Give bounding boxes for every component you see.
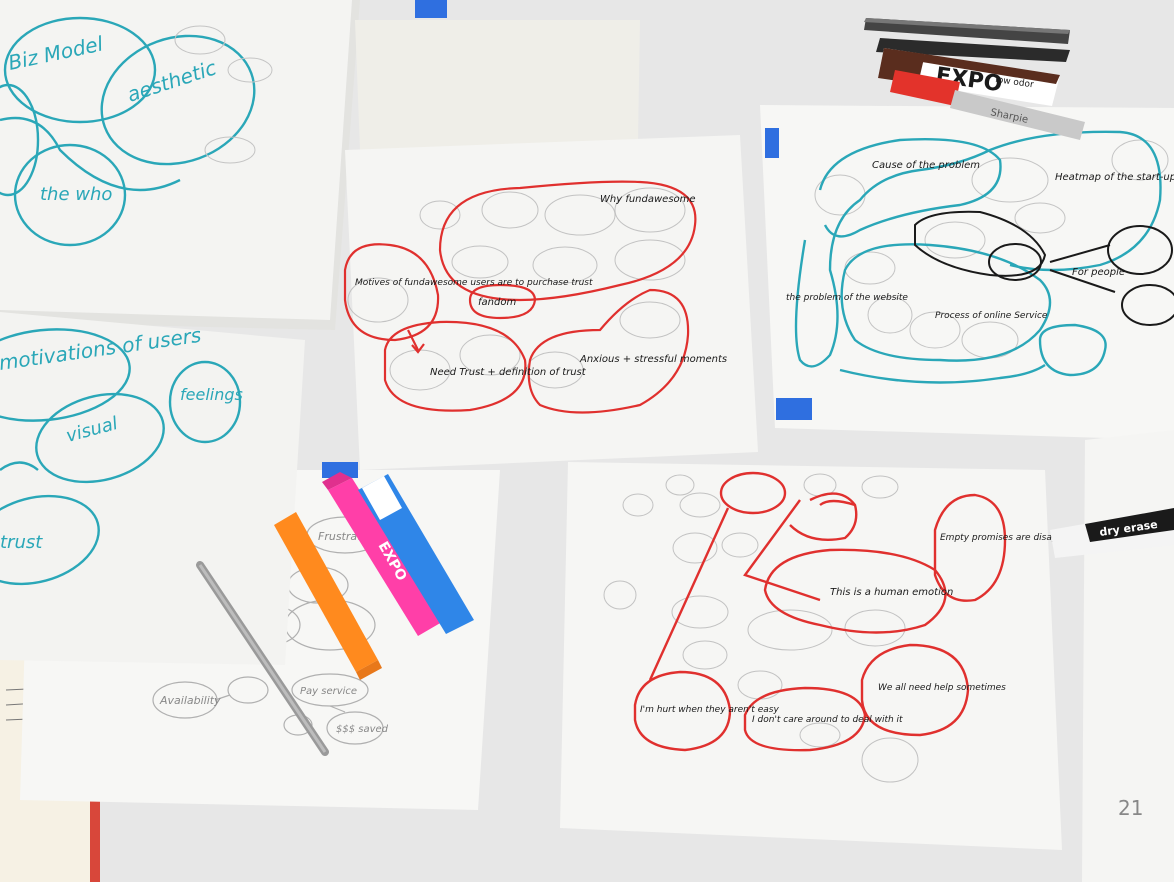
right-label-people: For people <box>1072 267 1125 278</box>
right-label-cause: Cause of the problem <box>872 160 980 171</box>
sheet-top-left: Biz Model aesthetic the who <box>0 0 360 330</box>
pens-group <box>864 18 1070 62</box>
corner-mark: 21 <box>1118 796 1143 820</box>
right-label-process: Process of online Service <box>935 311 1048 321</box>
right-label-problem: the problem of the website <box>786 293 908 303</box>
sheet-bottom-left-label-3: Pay service <box>300 686 357 697</box>
painter-tape <box>415 0 447 18</box>
sheet-far-right: 21 <box>1082 430 1174 882</box>
center-label-anxious: Anxious + stressful moments <box>579 354 727 365</box>
sheet-bottom-left-label-2: Availability <box>159 694 221 707</box>
center-label-trust: Need Trust + definition of trust <box>430 367 587 378</box>
blue-expo-marker: EXPO <box>358 474 474 634</box>
sheet-bottom-left-label-4: $$$ saved <box>336 724 389 735</box>
red-sharpie: Sharpie <box>890 70 1085 140</box>
right-label-heatmap: Heatmap of the start-up <box>1055 172 1174 183</box>
painter-tape <box>776 398 812 420</box>
painter-tape <box>322 462 358 478</box>
sheet-bottom-center: Empty promises are disappointing This is… <box>560 462 1095 850</box>
bottom-label-dont-care: I don't care around to deal with it <box>752 715 903 725</box>
pink-highlighter <box>322 472 442 636</box>
white-expo-marker: dry erase <box>1050 508 1174 558</box>
center-label-why: Why fundawesome <box>600 194 696 205</box>
bubble-trust: trust <box>0 532 43 553</box>
sheet-right: Cause of the problem Heatmap of the star… <box>760 105 1174 440</box>
center-label-motives: Motives of fundawesome users are to purc… <box>355 278 593 288</box>
center-label-fandom: fandom <box>478 297 516 308</box>
painter-tape <box>765 128 779 158</box>
sheet-center: Why fundawesome fandom Need Trust + defi… <box>343 135 758 470</box>
pencil <box>196 561 329 756</box>
bottom-label-human-emotion: This is a human emotion <box>830 587 953 598</box>
bubble-feelings: feelings <box>180 385 243 404</box>
bubble-the-who: the who <box>40 184 112 205</box>
bottom-label-hurt: I'm hurt when they aren't easy <box>640 705 779 715</box>
bottom-label-empty-promises: Empty promises are disappointing <box>940 533 1095 543</box>
sheet-mid-left: motivations of users visual feelings tru… <box>0 312 305 665</box>
orange-highlighter <box>274 512 382 680</box>
bottom-label-need-help: We all need help sometimes <box>878 683 1006 693</box>
sheet-tracing-top <box>355 20 640 150</box>
